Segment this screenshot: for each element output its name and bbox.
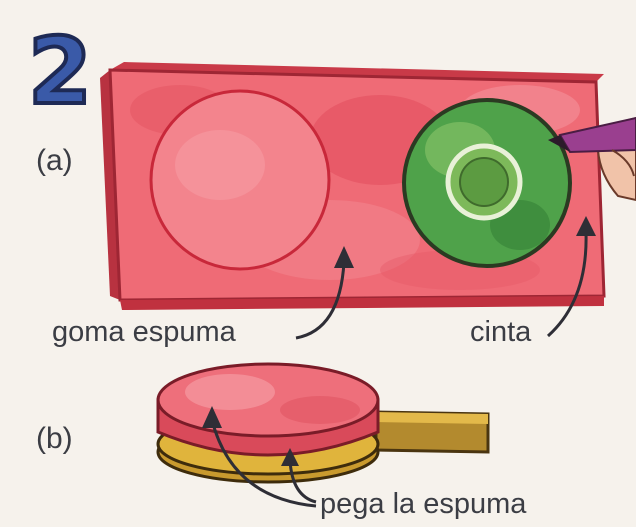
glue-caption: pega la espuma xyxy=(320,490,526,519)
tape-roll xyxy=(404,100,570,266)
step-number: 2 xyxy=(28,26,92,118)
panel-b-label: (b) xyxy=(36,424,73,454)
foam-caption: goma espuma xyxy=(52,318,236,347)
tape-caption: cinta xyxy=(470,318,531,347)
panel-a-label: (a) xyxy=(36,146,73,176)
traced-circle xyxy=(151,91,329,269)
